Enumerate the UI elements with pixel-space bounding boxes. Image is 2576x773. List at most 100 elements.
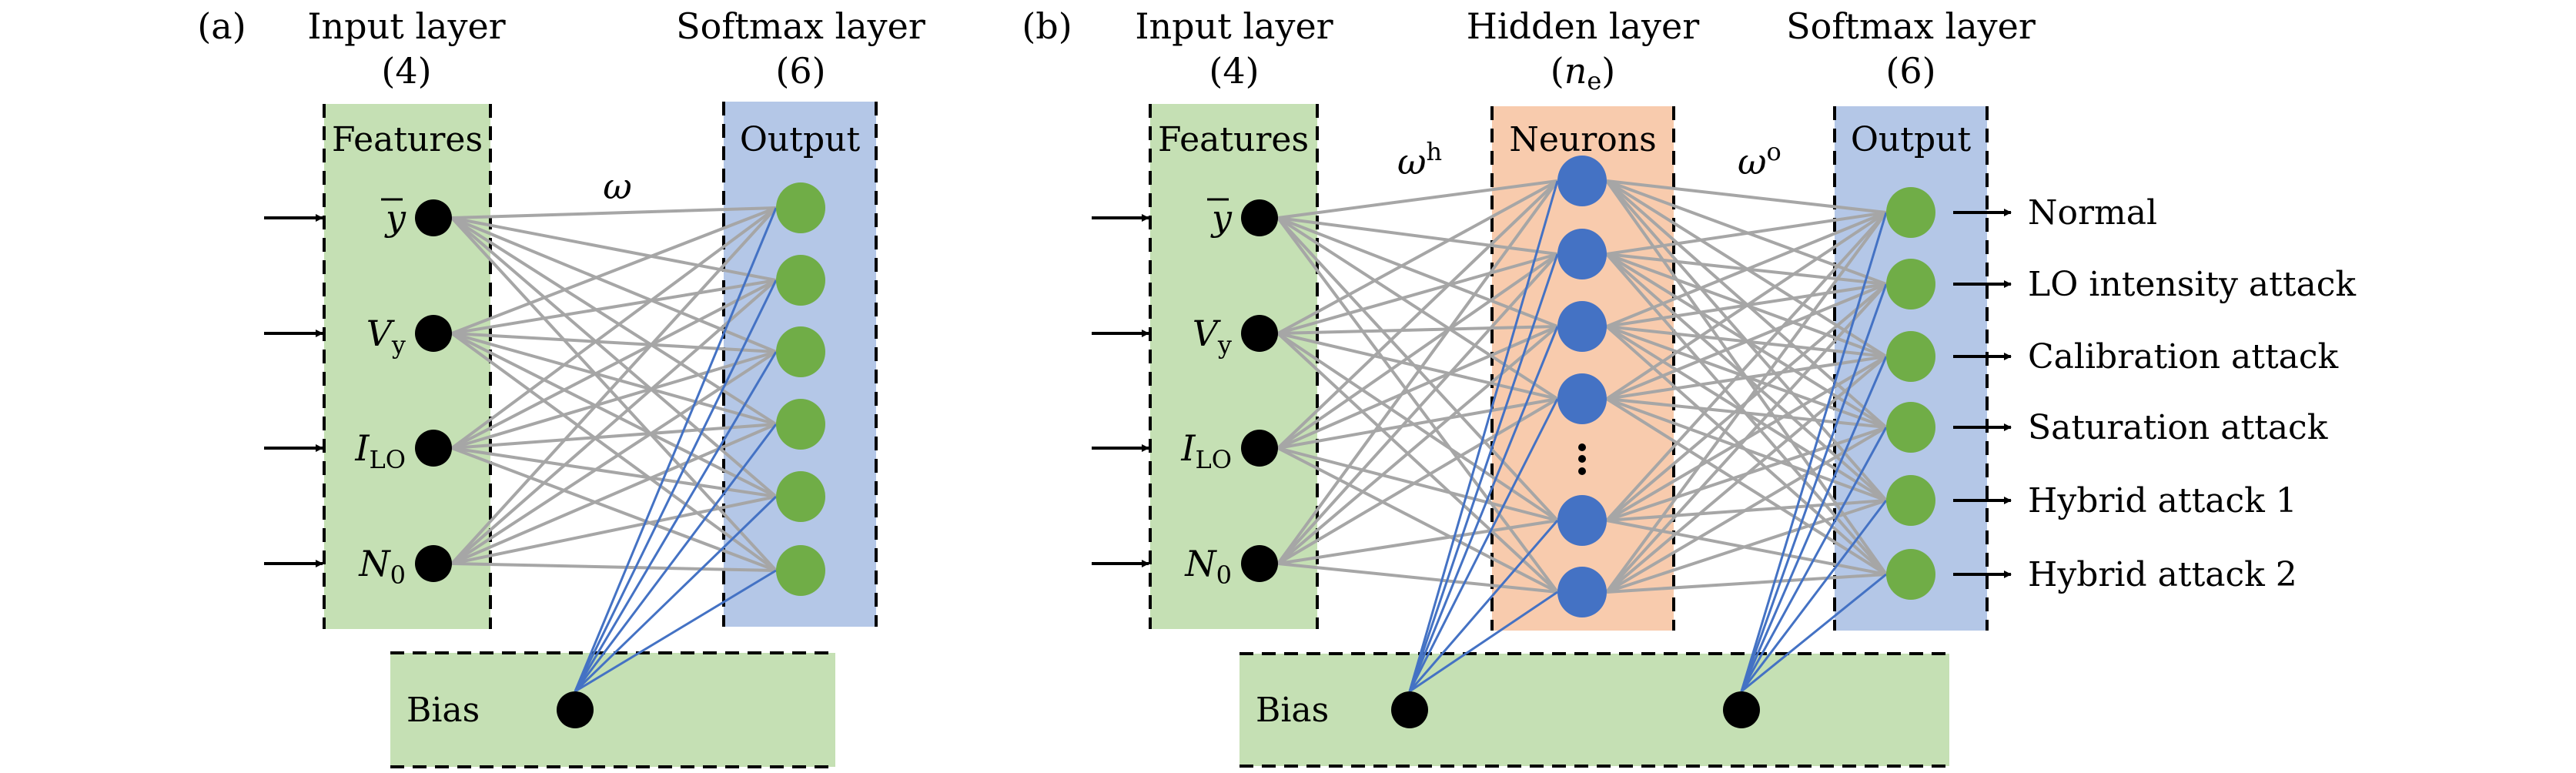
panel-b-features-box [1150, 104, 1317, 629]
weight-edge [450, 206, 778, 565]
hidden-weight-edge [1276, 179, 1559, 565]
output-weight-edge [1606, 573, 1887, 594]
output-weight-edge [1606, 179, 1887, 214]
panel-b-bias-node-hidden [1391, 691, 1428, 728]
bias-edge-hidden [1408, 180, 1559, 692]
output-class-label: LO intensity attack [2028, 265, 2356, 304]
input-label: ILO [1180, 427, 1232, 474]
input-node [1241, 430, 1278, 467]
bias-edge-output [1740, 500, 1888, 692]
panel-a-input-layer-title: Input layer [307, 5, 505, 47]
output-weight-edge [1605, 211, 1888, 594]
panel-b-input-layer-title: Input layer [1135, 5, 1333, 47]
panel-a-output-label: Output [740, 120, 861, 159]
panel-b-hidden-ellipsis [1578, 443, 1586, 475]
weight-edge [451, 279, 777, 335]
panel-a-bias-edges [574, 207, 778, 693]
panel-b-hidden-nodes [1557, 156, 1607, 617]
panel-b-bias-box [1239, 654, 1949, 766]
panel-b-tag: (b) [1022, 5, 1072, 47]
weight-edge [451, 206, 777, 335]
weight-edge [451, 562, 777, 572]
bias-edge-output [1740, 356, 1888, 692]
output-node [776, 255, 825, 306]
panel-a-bias-box [390, 653, 835, 767]
hidden-node [1557, 301, 1607, 352]
panel-a-features-label: Features [332, 120, 483, 159]
hidden-weight-edge [1277, 253, 1558, 335]
bias-edge [574, 207, 778, 692]
hidden-weight-edge [1276, 216, 1559, 594]
hidden-node [1557, 495, 1607, 546]
hidden-count-symbol: n [1564, 50, 1587, 92]
bias-edge-hidden [1409, 591, 1558, 693]
weight-edge [450, 279, 778, 565]
weight-edge [451, 350, 777, 450]
output-node [1886, 259, 1935, 310]
ellipsis-dot [1578, 467, 1586, 475]
hidden-weight-edge [1277, 179, 1558, 219]
panel-b-hidden-layer-title: Hidden layer [1467, 5, 1700, 47]
input-label: ILO [354, 427, 406, 474]
input-label: N0 [1184, 543, 1232, 590]
input-label: y [1210, 197, 1233, 239]
input-node [1241, 315, 1278, 352]
output-node [776, 182, 825, 233]
output-weight-edge [1606, 211, 1887, 328]
hidden-weight-edge [1277, 216, 1558, 328]
hidden-weight-edge [1277, 519, 1558, 565]
panel-b-neurons-label: Neurons [1509, 120, 1656, 159]
bias-edge [574, 423, 778, 692]
weight-edge [451, 216, 777, 282]
panel-a-input-layer-count: (4) [381, 50, 431, 92]
panel-a: (a) Input layer (4) Softmax layer (6) Fe… [197, 5, 925, 768]
ellipsis-dot [1578, 443, 1586, 451]
bias-edge-output [1740, 212, 1888, 692]
panel-a-softmax-layer-count: (6) [775, 50, 825, 92]
ellipsis-dot [1578, 455, 1586, 463]
panel-b-output-weight-label: ωo [1738, 137, 1781, 182]
bias-edge-output [1741, 573, 1887, 693]
output-weight-edge [1605, 211, 1888, 522]
hidden-weight-edge [1276, 332, 1559, 594]
input-label: y [384, 197, 406, 239]
output-class-label: Hybrid attack 1 [2028, 481, 2297, 520]
output-node [776, 326, 825, 377]
output-node [1886, 402, 1935, 453]
hidden-weight-edge [1276, 325, 1559, 565]
panel-b-bias-label: Bias [1256, 691, 1329, 730]
input-label: N0 [358, 543, 406, 590]
weight-edge [451, 423, 777, 565]
input-node [415, 545, 452, 582]
output-node [1886, 187, 1935, 238]
input-node [1241, 199, 1278, 236]
hidden-weight-edge [1276, 216, 1559, 400]
hidden-weight-edge [1276, 253, 1559, 565]
output-node [1886, 549, 1935, 600]
input-label: Vy [366, 313, 406, 360]
hidden-weight-edge [1277, 216, 1558, 256]
output-node [776, 545, 825, 596]
input-label: Vy [1193, 313, 1232, 360]
panel-b-bias-node-output [1723, 691, 1760, 728]
bias-edge [574, 351, 778, 692]
weight-edge [451, 206, 777, 219]
output-class-label: Saturation attack [2028, 408, 2328, 447]
weight-edge [451, 332, 777, 353]
output-node [1886, 331, 1935, 382]
hidden-weight-edge [1277, 562, 1558, 594]
hidden-node [1557, 156, 1607, 206]
output-node [776, 471, 825, 522]
hidden-weight-edge [1277, 325, 1558, 450]
panel-a-weight-edges [450, 206, 778, 572]
hidden-weight-edge [1276, 397, 1559, 565]
bias-edge [574, 279, 778, 692]
weight-edge [450, 216, 778, 498]
panel-a-bias-label: Bias [406, 691, 480, 730]
output-weight-edge [1605, 211, 1888, 400]
hidden-weight-edge [1277, 179, 1558, 335]
panel-b-output-weight-edges [1605, 179, 1888, 594]
hidden-weight-edge [1276, 253, 1559, 450]
